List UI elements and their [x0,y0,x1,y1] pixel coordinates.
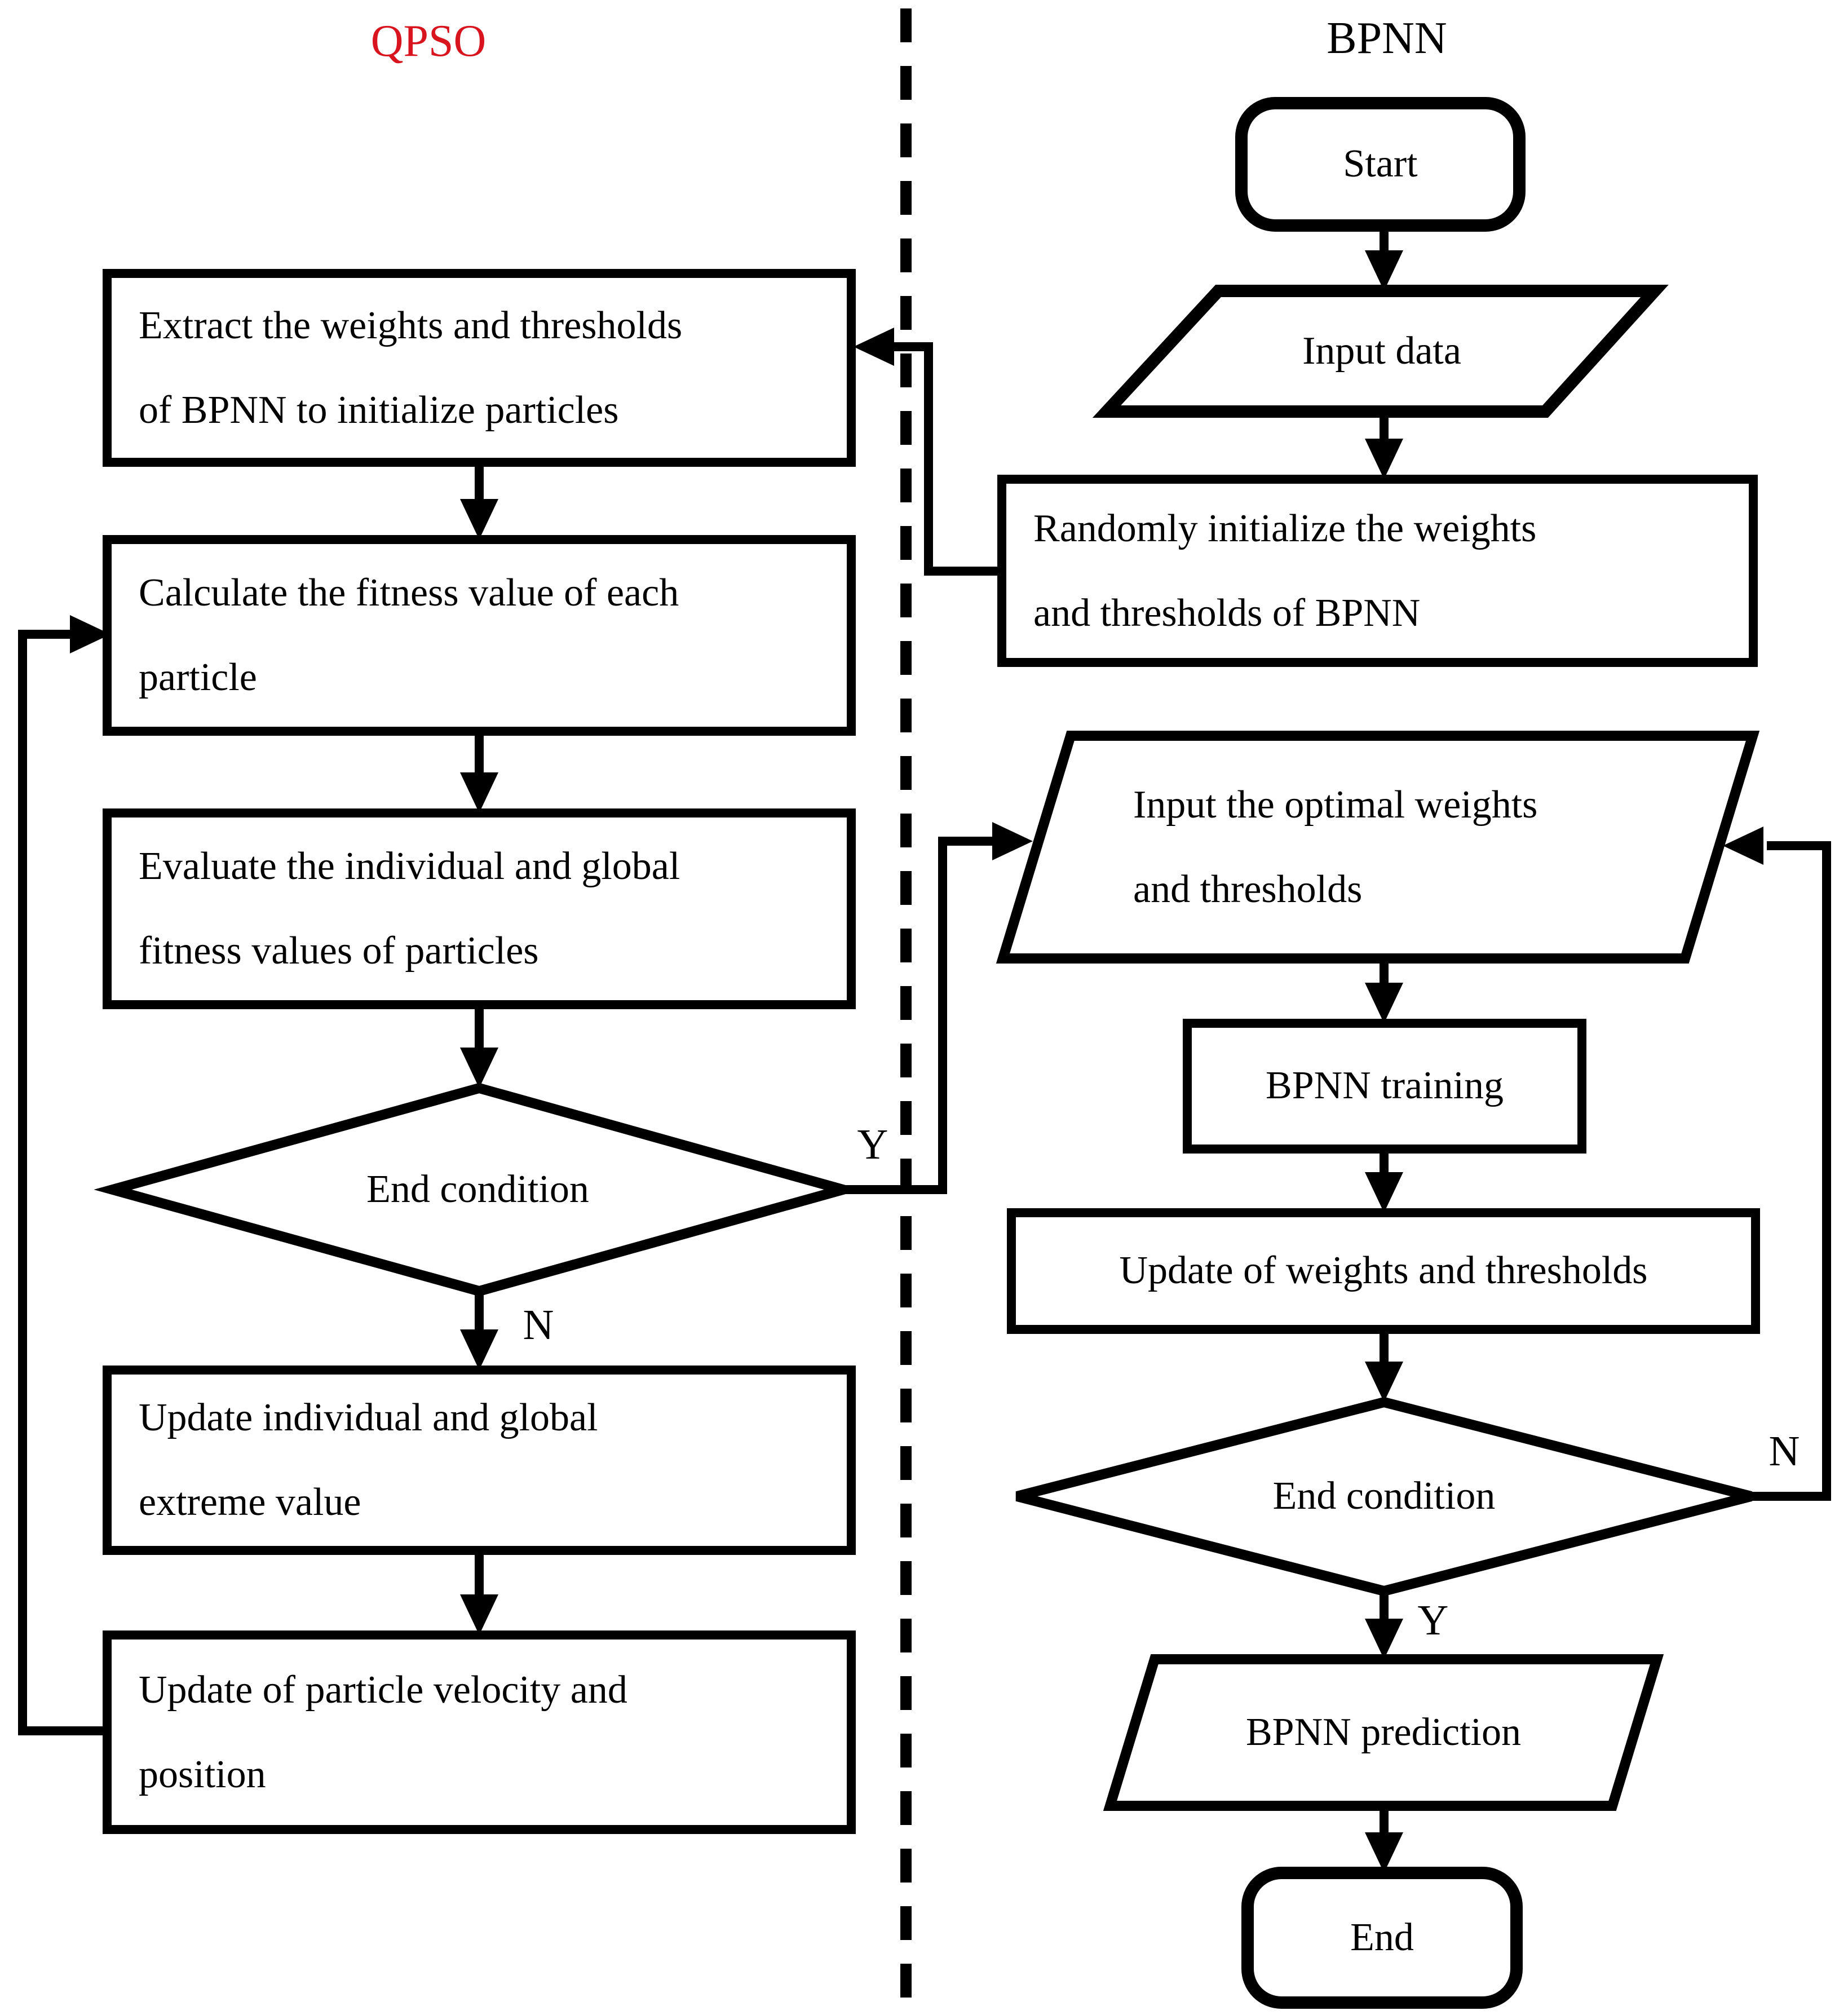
start-terminator-node [1235,97,1526,232]
yes-text: Y [857,1121,888,1168]
arrowhead [992,822,1033,860]
line: Update of particle velocity and [139,1668,627,1712]
no-loop-line [1751,841,1831,1501]
line: Calculate the fitness value of each [139,571,679,615]
input-optimal-label: Input the optimal weights and thresholds [1133,736,1753,958]
update-weights-text: Update of weights and thresholds [1119,1249,1648,1293]
arrowhead [460,772,498,813]
qpso-yes-label: Y [833,1116,912,1173]
yes-branch-line [843,837,996,1194]
arrowhead [70,615,110,653]
bpnn-end-condition-label: End condition [1017,1402,1751,1591]
bpnn-flow-arrows [1365,226,1403,1873]
evaluate-fitness-label: Evaluate the individual and global fitne… [139,813,851,1005]
input-optimal-io-node [996,731,1760,964]
start-label: Start [1241,103,1519,226]
bpnn-no-loop [1723,827,1831,1501]
bpnn-title-text: BPNN [1327,13,1447,63]
arrowhead [460,1329,498,1370]
end-label: End [1248,1873,1517,2003]
bpnn-end-condition-decision-node [1015,1397,1753,1597]
qpso-lane-title: QPSO [307,8,550,73]
random-init-process-node [997,475,1758,667]
input-data-text: Input data [1302,329,1461,373]
line: Randomly initialize the weights [1033,506,1537,550]
input-data-io-node [1092,285,1669,418]
arrowhead [1723,827,1763,865]
calculate-fitness-process-node [103,535,856,736]
arrowhead [854,328,894,366]
line: particle [139,656,257,699]
line: fitness values of particles [139,929,539,973]
no-text: N [1769,1428,1800,1475]
line: Update individual and global [139,1396,598,1439]
bpnn-lane-title: BPNN [1266,6,1508,70]
line: of BPNN to initialize particles [139,388,619,432]
update-velocity-process-node [103,1630,856,1834]
end-terminator-node [1241,1867,1523,2009]
arrowhead [1365,250,1403,291]
line: extreme value [139,1481,361,1524]
bpnn-prediction-label: BPNN prediction [1110,1659,1657,1806]
qpso-flow-arrows [460,462,498,1635]
update-extreme-process-node [103,1366,856,1555]
arrowhead [1365,439,1403,479]
arrowhead [1365,1362,1403,1402]
decision-text: End condition [366,1167,589,1211]
qpso-yes-branch [843,822,1033,1194]
arrowhead [460,1048,498,1088]
qpso-title-text: QPSO [370,16,487,66]
arrowhead [1365,1172,1403,1213]
feedback-line [18,630,107,1735]
bpnn-training-label: BPNN training [1187,1023,1582,1149]
start-text: Start [1343,142,1418,186]
qpso-feedback-loop [18,615,110,1735]
line: position [139,1752,266,1796]
arrowhead [460,1594,498,1635]
extract-weights-process-node [103,269,856,467]
extract-weights-label: Extract the weights and thresholds of BP… [139,273,851,462]
input-data-label: Input data [1162,291,1602,412]
qpso-no-label: N [499,1297,578,1353]
qpso-end-condition-label: End condition [113,1088,843,1291]
update-weights-label: Update of weights and thresholds [1011,1213,1756,1329]
calculate-fitness-label: Calculate the fitness value of each part… [139,540,851,731]
arrowhead [1365,983,1403,1023]
decision-text: End condition [1272,1474,1496,1518]
line: Evaluate the individual and global [139,845,680,888]
update-velocity-label: Update of particle velocity and position [139,1635,851,1830]
qpso-end-condition-decision-node [94,1082,862,1297]
arrowhead [1365,1832,1403,1873]
line: Extract the weights and thresholds [139,303,683,347]
bpnn-training-process-node [1183,1019,1586,1154]
arrowhead [460,499,498,540]
arrowhead [1365,1619,1403,1659]
bpnn-prediction-io-node [1103,1654,1664,1811]
training-text: BPNN training [1266,1064,1504,1108]
bpnn-to-qpso-connector [854,328,1002,576]
random-init-label: Randomly initialize the weights and thre… [1033,479,1753,662]
update-weights-process-node [1007,1208,1760,1334]
line: and thresholds [1133,867,1363,911]
line: and thresholds of BPNN [1033,591,1421,635]
update-extreme-label: Update individual and global extreme val… [139,1370,851,1550]
end-text: End [1350,1915,1414,1959]
line: Input the optimal weights [1133,783,1538,827]
yes-text: Y [1417,1597,1449,1644]
evaluate-fitness-process-node [103,808,856,1009]
init-transfer-line [894,342,1002,576]
prediction-text: BPNN prediction [1245,1710,1522,1754]
no-text: N [523,1301,554,1349]
bpnn-no-label: N [1745,1423,1824,1479]
bpnn-yes-label: Y [1394,1592,1473,1649]
